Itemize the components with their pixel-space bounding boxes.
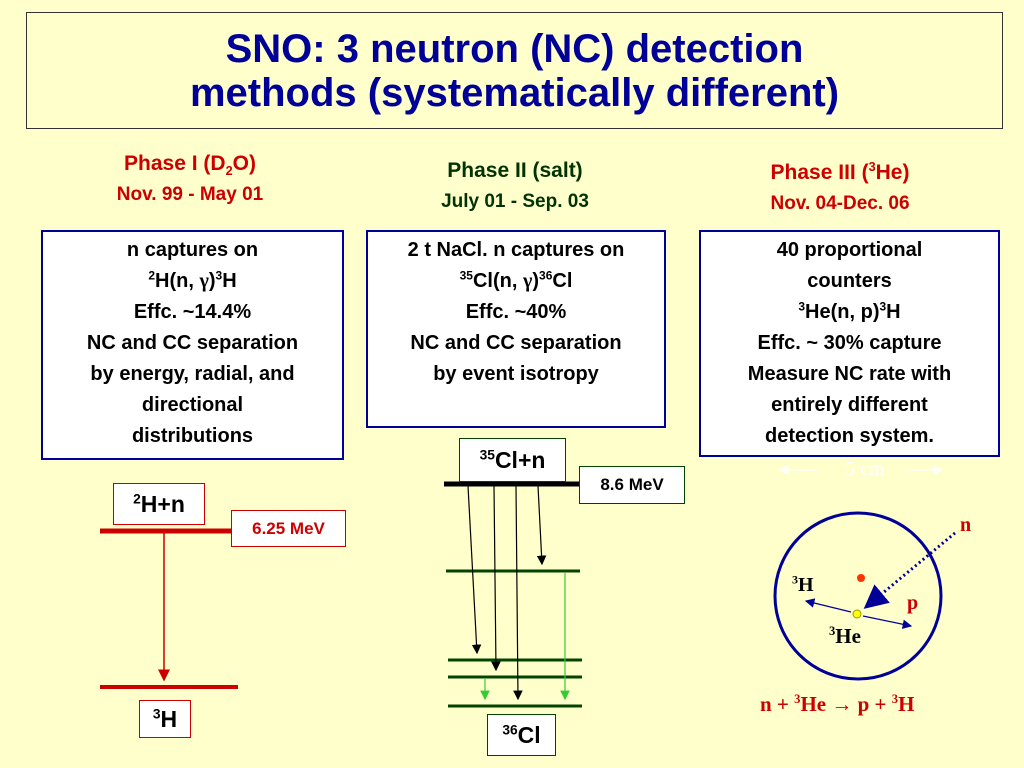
phase2-dates: July 01 - Sep. 03: [441, 191, 589, 212]
he3-nucleus-icon: [852, 609, 862, 619]
title-line-1: SNO: 3 neutron (NC) detection: [225, 26, 804, 71]
phase3-header: Phase III (3He) Nov. 04-Dec. 06: [690, 160, 990, 216]
phase3-title: Phase III (3He): [770, 160, 910, 184]
neutron-label: n: [960, 514, 972, 536]
proton-arrow: [862, 615, 913, 629]
phase1-header: Phase I (D2O) Nov. 99 - May 01: [40, 151, 340, 207]
title-box: SNO: 3 neutron (NC) detection methods (s…: [26, 12, 1003, 129]
phase1-top-state-label: 2H+n: [113, 483, 205, 525]
phase3-box-line2: counters: [807, 270, 892, 292]
phase3-box-line5: Measure NC rate with: [747, 363, 952, 385]
phase1-dates: Nov. 99 - May 01: [116, 184, 264, 205]
phase2-gamma-4: [536, 485, 547, 566]
phase2-gamma-2: [491, 485, 501, 672]
reaction-equation: n + 3He → p + 3H: [760, 692, 915, 716]
phase1-box-line2: 2H(n, γ)3H: [148, 268, 237, 292]
phase1-box-line3: Effc. ~14.4%: [133, 301, 252, 323]
phase1-box-line4: NC and CC separation: [86, 332, 299, 354]
phase2-bottom-state-label: 36Cl: [487, 714, 556, 756]
phase1-box-line1: n captures on: [126, 239, 259, 261]
phase1-box: n captures on 2H(n, γ)3H Effc. ~14.4% NC…: [41, 230, 344, 460]
phase1-bottom-state-label: 3H: [139, 700, 191, 738]
phase1-box-line7: distributions: [131, 425, 254, 447]
phase2-box-line4: NC and CC separation: [410, 332, 622, 354]
phase3-box-line7: detection system.: [765, 425, 934, 447]
phase2-box-line5: by event isotropy: [433, 363, 599, 385]
phase2-gamma-1: [467, 485, 482, 655]
phase1-box-line5: by energy, radial, and: [90, 363, 295, 385]
phase1-box-line6: directional: [141, 394, 244, 416]
phase1-energy-label: 6.25 MeV: [231, 510, 346, 547]
phase2-top-state-label: 35Cl+n: [459, 438, 566, 482]
phase3-dates: Nov. 04-Dec. 06: [770, 193, 910, 214]
phase3-box-line4: Effc. ~ 30% capture: [757, 332, 942, 354]
phase1-title: Phase I (D2O): [124, 152, 256, 179]
phase2-title: Phase II (salt): [447, 159, 583, 182]
phase2-box-line3: Effc. ~40%: [465, 301, 567, 323]
counter-circle: [773, 511, 943, 681]
phase2-box-line2: 35Cl(n, γ)36Cl: [459, 268, 573, 292]
phase3-box-line3: 3He(n, p)3H: [798, 299, 901, 323]
he3-label: 3He: [829, 624, 861, 648]
capture-dot-icon: [857, 574, 865, 582]
phase2-header: Phase II (salt) July 01 - Sep. 03: [365, 158, 665, 214]
phase2-box: 2 t NaCl. n captures on 35Cl(n, γ)36Cl E…: [366, 230, 666, 428]
phase3-box: 40 proportional counters 3He(n, p)3H Eff…: [699, 230, 1000, 457]
phase2-box-line1: 2 t NaCl. n captures on: [407, 239, 625, 261]
phase3-box-line1: 40 proportional: [776, 239, 923, 261]
title-line-2: methods (systematically different): [189, 70, 840, 115]
triton-arrow: [804, 598, 852, 613]
phase2-gamma-3: [513, 485, 523, 701]
triton-label: 3H: [792, 572, 814, 596]
proton-label: p: [907, 592, 919, 614]
phase3-box-line6: entirely different: [771, 394, 928, 416]
phase2-energy-label: 8.6 MeV: [579, 466, 685, 504]
neutron-path-icon: [863, 531, 956, 609]
scale-label: 5 cm: [845, 458, 885, 480]
